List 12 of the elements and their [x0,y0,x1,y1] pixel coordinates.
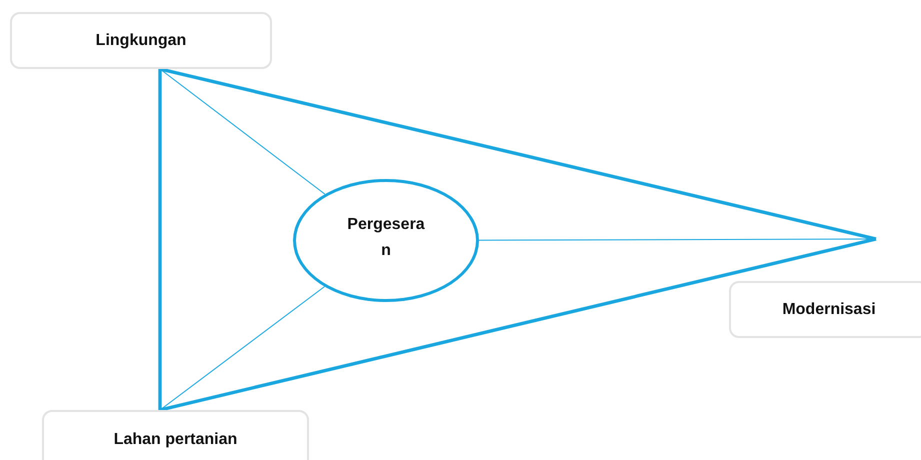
connector-line [158,69,162,410]
connector-line [160,286,325,410]
node-label: Lahan pertanian [114,430,238,450]
node-label: Modernisasi [782,300,876,320]
connector-line [160,68,326,195]
rounded-box [10,12,272,69]
connector-line [160,237,876,412]
node-label: Lingkungan [96,30,186,51]
node-label: Pergesera n [346,215,426,261]
rounded-box [729,281,921,338]
connector-line [160,67,876,241]
rounded-box [42,410,309,460]
